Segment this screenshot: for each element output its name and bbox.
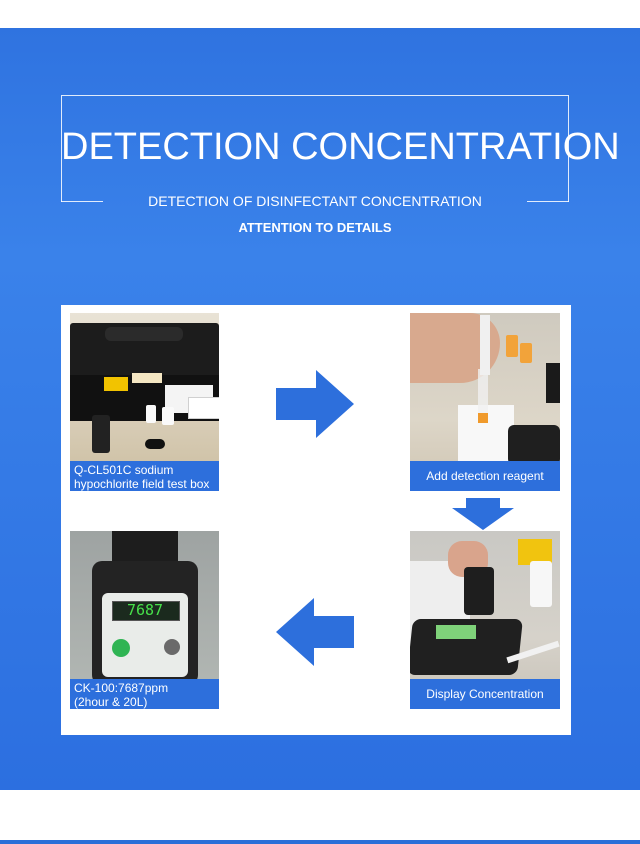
step-4-caption: CK-100:7687ppm (2hour & 20L): [70, 679, 219, 709]
step-4-caption-line1: CK-100:7687ppm: [74, 681, 169, 695]
step-2-photo: Add detection reagent: [410, 313, 560, 491]
toolbox-handle: [105, 327, 183, 341]
meter-screen: [436, 625, 476, 639]
arrow-down-icon: [452, 498, 514, 530]
meter-reading: 7687: [126, 601, 164, 619]
step-4-caption-line2: (2hour & 20L): [74, 695, 148, 709]
reagent-bottle: [146, 405, 156, 423]
step-1-caption-line2: hypochlorite field test box: [74, 477, 210, 491]
step-1-caption: Q-CL501C sodium hypochlorite field test …: [70, 461, 219, 491]
reagent-bottle: [162, 407, 174, 425]
vial-cap: [464, 567, 494, 615]
reagent-bottle: [530, 561, 552, 607]
power-button-icon: [112, 639, 130, 657]
meter-screen: [112, 601, 180, 621]
page-tagline: ATTENTION TO DETAILS: [238, 220, 392, 235]
cap-item: [145, 439, 165, 449]
title-frame: [61, 95, 569, 202]
step-2-caption: Add detection reagent: [410, 461, 560, 491]
page-title: DETECTION CONCENTRATION: [61, 126, 620, 168]
meter-device: [92, 415, 110, 453]
frame-line-right: [527, 201, 569, 202]
menu-button-icon: [164, 639, 180, 655]
arrow-right-icon: [276, 370, 354, 438]
step-1-photo: Q-CL501C sodium hypochlorite field test …: [70, 313, 219, 491]
orange-bottle: [520, 343, 532, 363]
yellow-item: [518, 539, 552, 565]
vial-liquid: [478, 413, 488, 423]
step-4-photo: 7687 CK-100:7687ppm (2hour & 20L): [70, 531, 219, 709]
meter-device: [508, 425, 560, 465]
sample-vial: [478, 369, 488, 423]
kit-item: [132, 373, 162, 383]
toolbox-edge: [546, 363, 560, 403]
arrow-left-icon: [276, 598, 354, 666]
step-3-photo: Display Concentration: [410, 531, 560, 709]
bottom-divider: [0, 840, 640, 844]
orange-bottle: [506, 335, 518, 357]
page-subtitle: DETECTION OF DISINFECTANT CONCENTRATION: [148, 193, 482, 209]
yellow-item: [104, 377, 128, 391]
test-box: [188, 397, 219, 419]
frame-line-left: [61, 201, 103, 202]
step-3-caption: Display Concentration: [410, 679, 560, 709]
step-1-caption-line1: Q-CL501C sodium: [74, 463, 174, 477]
pipette: [480, 315, 490, 375]
